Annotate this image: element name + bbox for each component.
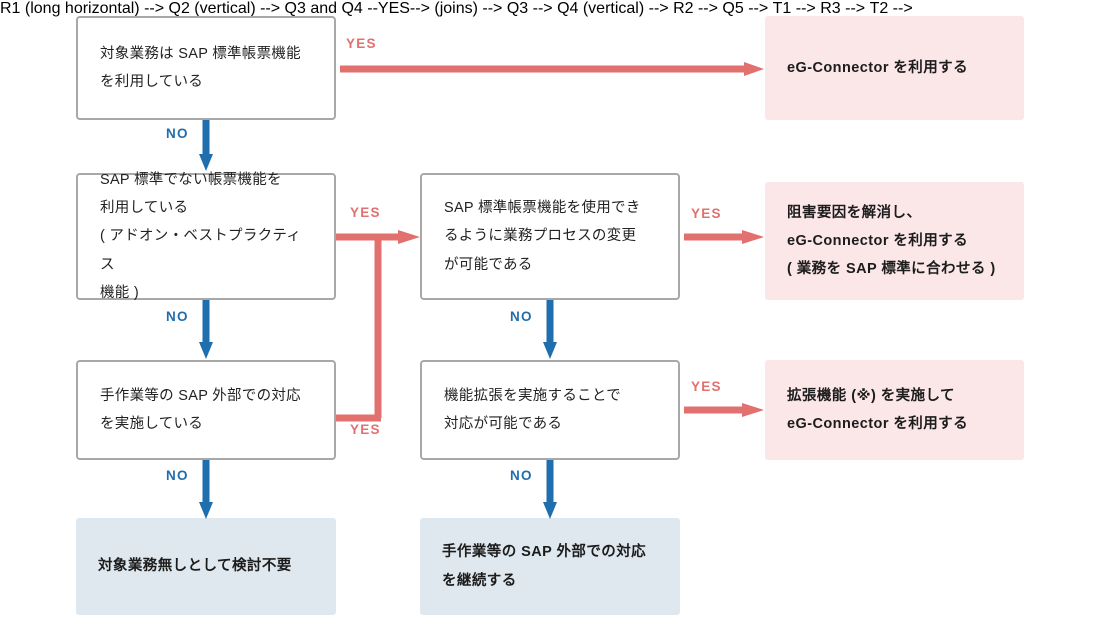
edge-q5-no-to-t2: [543, 460, 557, 520]
node-t1-label: 対象業務無しとして検討不要: [98, 558, 292, 575]
edge-q3-yes-to-r2: [684, 230, 766, 244]
node-q3-process-change-possible[interactable]: SAP 標準帳票機能を使用でき るように業務プロセスの変更 が可能である: [420, 173, 680, 300]
node-q4-manual-external-handling[interactable]: 手作業等の SAP 外部での対応 を実施している: [76, 360, 336, 460]
edge-label-q4-no: NO: [166, 468, 189, 483]
edge-q1-yes-to-r1: [340, 62, 766, 76]
edge-q2-no-to-q4: [199, 300, 213, 360]
node-r1-label: eG-Connector を利用する: [787, 59, 969, 76]
node-r3-label: 拡張機能 (※) を実施して eG-Connector を利用する: [787, 387, 969, 432]
node-q2-non-standard-form-function[interactable]: SAP 標準でない帳票機能を 利用している ( アドオン・ベストプラクティス 機…: [76, 172, 336, 301]
edge-q5-yes-to-r3: [684, 403, 766, 417]
node-q2-label: SAP 標準でない帳票機能を 利用している ( アドオン・ベストプラクティス 機…: [100, 171, 302, 301]
edge-q3-no-to-q5: [543, 300, 557, 360]
edge-q1-no-to-q2: [199, 120, 213, 172]
edge-label-q3-no: NO: [510, 309, 533, 324]
node-r2-label: 阻害要因を解消し、 eG-Connector を利用する ( 業務を SAP 標…: [787, 204, 996, 278]
edge-q4-no-to-t1: [199, 460, 213, 520]
edge-label-q2-yes: YES: [350, 205, 381, 220]
node-t2-continue-manual-handling[interactable]: 手作業等の SAP 外部での対応 を継続する: [420, 518, 680, 615]
edge-label-q1-no: NO: [166, 126, 189, 141]
node-q3-label: SAP 標準帳票機能を使用でき るように業務プロセスの変更 が可能である: [444, 200, 641, 273]
node-r3-extension-use-eg-connector[interactable]: 拡張機能 (※) を実施して eG-Connector を利用する: [765, 360, 1024, 460]
edge-label-q5-yes: YES: [691, 379, 722, 394]
node-q5-enhancement-possible[interactable]: 機能拡張を実施することで 対応が可能である: [420, 360, 680, 460]
node-r1-use-eg-connector[interactable]: eG-Connector を利用する: [765, 16, 1024, 120]
node-t2-label: 手作業等の SAP 外部での対応 を継続する: [442, 544, 647, 589]
edge-label-q5-no: NO: [510, 468, 533, 483]
node-q1-label: 対象業務は SAP 標準帳票機能 を利用している: [100, 45, 301, 90]
edge-label-q2-no: NO: [166, 309, 189, 324]
edge-label-q4-yes: YES: [350, 422, 381, 437]
edge-label-q3-yes: YES: [691, 206, 722, 221]
edge-label-q1-yes: YES: [346, 36, 377, 51]
edge-q2-q4-yes-to-q3: [336, 230, 426, 422]
node-q4-label: 手作業等の SAP 外部での対応 を実施している: [100, 387, 301, 432]
node-t1-no-target-work[interactable]: 対象業務無しとして検討不要: [76, 518, 336, 615]
node-q5-label: 機能拡張を実施することで 対応が可能である: [444, 387, 622, 432]
node-r2-remove-blockers-use-eg-connector[interactable]: 阻害要因を解消し、 eG-Connector を利用する ( 業務を SAP 標…: [765, 182, 1024, 300]
node-q1-sap-standard-form-function[interactable]: 対象業務は SAP 標準帳票機能 を利用している: [76, 16, 336, 120]
